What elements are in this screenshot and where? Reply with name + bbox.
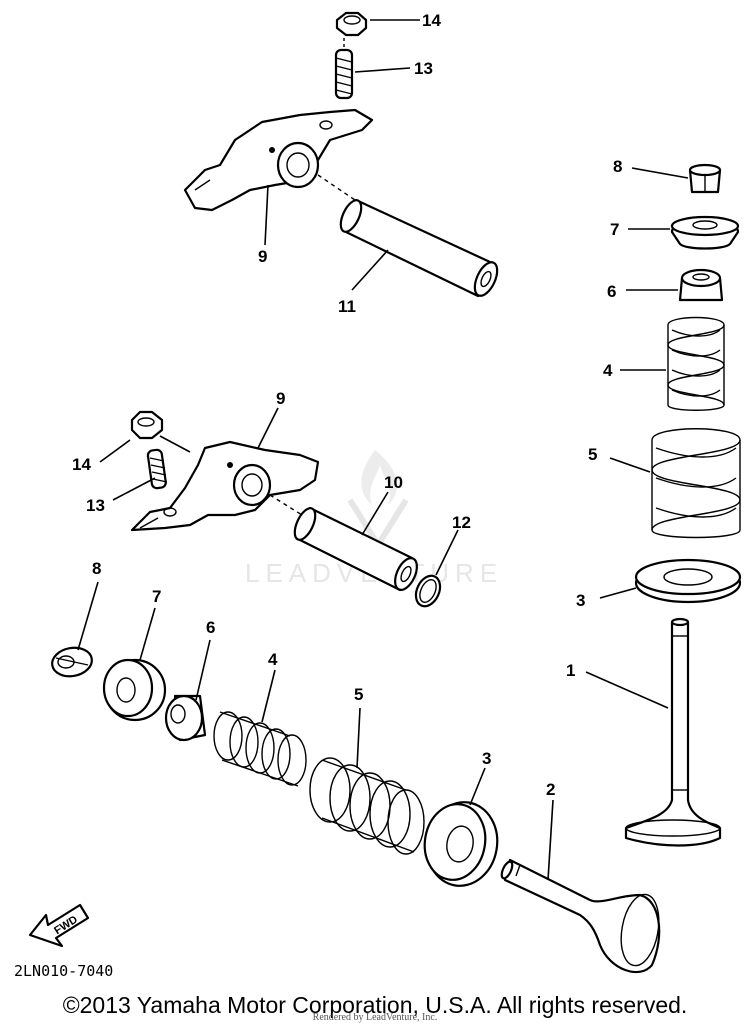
right-valve-retainer <box>670 215 740 250</box>
mid-nut <box>130 410 164 440</box>
upper-rocker-assembly <box>183 11 499 298</box>
callout-right-7: 7 <box>610 220 619 239</box>
callout-upper-11: 11 <box>338 297 356 316</box>
lower-inner-spring <box>213 711 307 787</box>
upper-rocker-shaft <box>317 174 499 298</box>
rendered-by-text: Rendered by LeadVenture, Inc. <box>312 1012 438 1023</box>
callout-upper-9: 9 <box>258 247 267 266</box>
right-valve-seal <box>678 268 724 302</box>
lower-valve <box>500 858 661 974</box>
right-outer-spring <box>651 428 741 539</box>
right-inner-spring <box>667 316 725 411</box>
callout-upper-14: 14 <box>422 11 441 30</box>
copyright-text: ©2013 Yamaha Motor Corporation, U.S.A. A… <box>62 992 688 1018</box>
fwd-arrow-icon: FWD <box>28 903 90 948</box>
callout-low-4: 4 <box>268 650 278 669</box>
part-code: 2LN010-7040 <box>14 962 113 980</box>
callout-mid-10: 10 <box>384 473 403 492</box>
upper-rocker-arm <box>183 108 374 212</box>
right-valve-cotter <box>688 163 722 194</box>
callout-right-1: 1 <box>566 661 575 680</box>
mid-rocker-assembly <box>99 407 459 608</box>
callout-right-3: 3 <box>576 591 585 610</box>
right-valve-stack <box>585 163 742 847</box>
callout-right-6: 6 <box>607 282 616 301</box>
callout-low-2: 2 <box>546 780 555 799</box>
right-spring-seat <box>634 558 742 604</box>
callout-low-5: 5 <box>354 685 363 704</box>
callout-mid-9: 9 <box>276 389 285 408</box>
callout-low-7: 7 <box>152 587 161 606</box>
lower-valve-retainer <box>102 658 167 722</box>
upper-nut <box>335 11 368 37</box>
callout-mid-13: 13 <box>86 496 105 515</box>
callout-low-3: 3 <box>482 749 491 768</box>
right-valve <box>624 617 722 847</box>
mid-rocker-shaft <box>269 494 418 592</box>
lower-outer-spring <box>309 757 425 855</box>
upper-adjust-screw <box>334 38 354 100</box>
mid-adjust-screw <box>146 448 168 490</box>
lower-valve-cotter <box>51 646 93 678</box>
callout-mid-12: 12 <box>452 513 471 532</box>
callout-right-8: 8 <box>613 157 622 176</box>
callout-upper-13: 13 <box>414 59 433 78</box>
callout-right-5: 5 <box>588 445 597 464</box>
callout-mid-14: 14 <box>72 455 91 474</box>
lower-valve-stack <box>51 581 661 974</box>
callout-low-8: 8 <box>92 559 101 578</box>
callout-right-4: 4 <box>603 361 613 380</box>
lower-spring-seat <box>423 801 499 887</box>
mid-rocker-arm <box>130 440 320 532</box>
mid-o-ring <box>414 574 442 608</box>
lower-valve-seal <box>164 694 207 742</box>
callout-low-6: 6 <box>206 618 215 637</box>
